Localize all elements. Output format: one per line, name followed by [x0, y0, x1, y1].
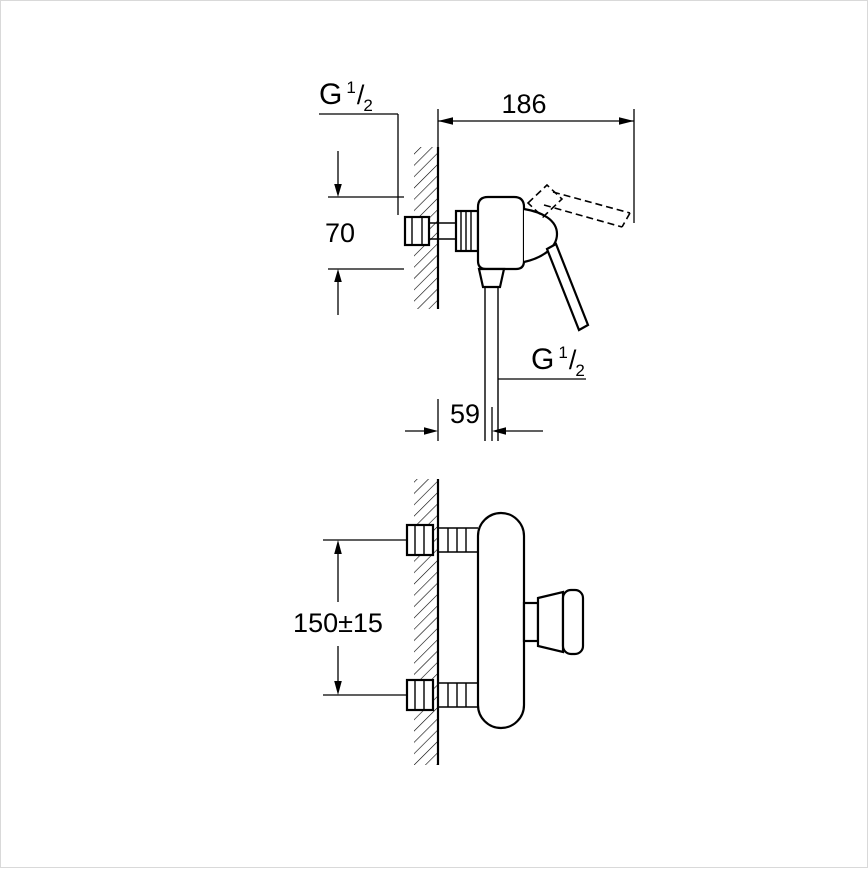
union-nut-top	[405, 523, 435, 557]
dim-height-arrow-top	[334, 184, 342, 197]
dim-depth: 186	[438, 89, 635, 223]
dim-depth-arrow-left	[438, 117, 453, 125]
handle-neck	[522, 601, 540, 643]
dim-outlet-value: 59	[450, 399, 480, 429]
wall-hatch-front	[414, 479, 438, 765]
thread-section	[454, 209, 480, 253]
hose-outlet	[477, 267, 506, 441]
union-nut	[403, 215, 431, 247]
union-nut-bottom	[405, 678, 435, 712]
dim-center-value: 150±15	[293, 608, 383, 638]
front-view: 150±15	[293, 479, 585, 765]
faucet-body-side	[476, 195, 526, 271]
wall-section-side	[414, 109, 440, 309]
inlet-fitting-bottom	[405, 678, 478, 712]
handle-open-position-dashed	[526, 183, 631, 228]
handle-grip	[561, 588, 585, 656]
dim-outlet-offset: 59	[405, 399, 543, 441]
dim-height: 70	[325, 151, 404, 315]
wall-section-front	[414, 479, 440, 765]
outlet-nipple	[477, 267, 506, 289]
s-union-fitting-side	[403, 209, 480, 253]
dim-center-arrow-top	[334, 540, 342, 554]
dim-center-arrow-bottom	[334, 681, 342, 695]
handle-front	[522, 588, 585, 656]
handle-cone	[536, 590, 565, 654]
faucet-body-front	[476, 511, 526, 730]
dim-outlet-arrow-right	[492, 427, 506, 435]
dim-outlet-arrow-left	[424, 427, 438, 435]
dim-depth-value: 186	[501, 89, 546, 119]
dim-height-arrow-bottom	[334, 269, 342, 282]
dim-depth-arrow-right	[619, 117, 634, 125]
handle-lever	[545, 242, 590, 332]
dim-height-value: 70	[325, 218, 355, 248]
inlet-fitting-top	[405, 523, 478, 557]
dim-center-distance: 150±15	[293, 539, 407, 696]
